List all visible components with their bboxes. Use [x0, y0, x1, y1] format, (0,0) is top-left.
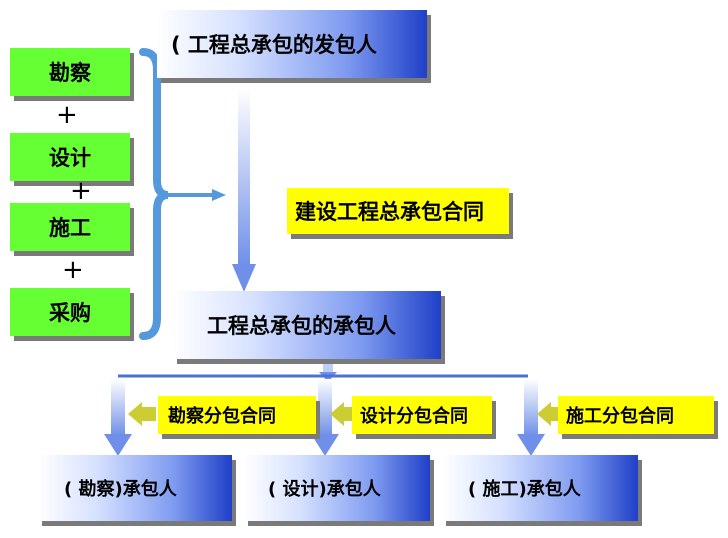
sub-contract-survey: 勘察分包合同 — [158, 396, 316, 434]
plus-sign: + — [62, 255, 84, 285]
pointer-1-body — [142, 407, 156, 421]
contractor-arrow-shaft — [323, 358, 333, 374]
subcontractor-design: ( 设计)承包人 — [244, 455, 430, 521]
pointer-3-head — [537, 402, 551, 426]
drop-arrow-2-shaft — [318, 379, 332, 436]
main-arrow-head — [232, 264, 256, 292]
drop-arrow-1-head — [104, 434, 132, 456]
scope-box-procurement: 采购 — [10, 288, 130, 336]
owner-label: ( 工程总承包的发包人 — [171, 33, 377, 57]
bracket-arrow-head — [212, 189, 226, 201]
subcontractor-construction: ( 施工)承包人 — [442, 455, 638, 521]
scope-box-construction: 施工 — [10, 203, 130, 251]
drop-arrow-2-head — [311, 434, 339, 456]
sub-contract-design: 设计分包合同 — [352, 396, 492, 434]
plus-sign: + — [70, 176, 92, 206]
scope-box-survey: 勘察 — [10, 48, 130, 96]
scope-bracket — [139, 48, 169, 340]
contractor-label: 工程总承包的承包人 — [207, 314, 396, 338]
contractor-box: 工程总承包的承包人 — [173, 291, 441, 359]
drop-arrow-3-shaft — [524, 379, 538, 436]
scope-box-design: 设计 — [10, 133, 130, 181]
pointer-1-head — [128, 402, 142, 426]
sub-contract-construction: 施工分包合同 — [558, 396, 714, 434]
pointer-2-head — [330, 402, 344, 426]
main-arrow-shaft — [238, 88, 250, 266]
owner-box: ( 工程总承包的发包人 — [157, 10, 427, 78]
drop-arrow-1-shaft — [111, 379, 125, 436]
plus-sign: + — [56, 100, 78, 130]
main-contract-label: 建设工程总承包合同 — [287, 188, 509, 234]
subcontractor-survey: ( 勘察)承包人 — [38, 455, 232, 521]
drop-arrow-3-head — [517, 434, 545, 456]
